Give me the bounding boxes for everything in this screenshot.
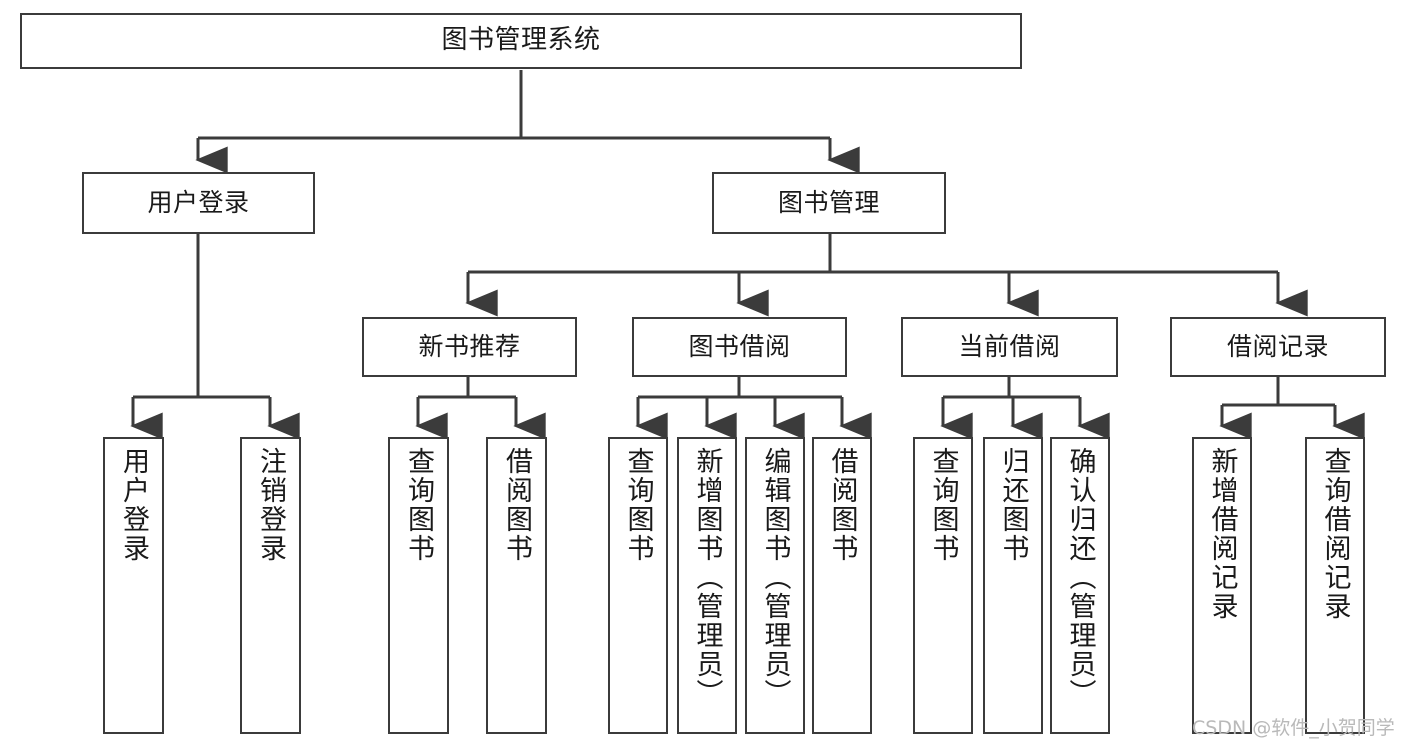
csdn-watermark: CSDN @软件_小贺同学 <box>1192 717 1395 739</box>
node-leaf-borrow-book-b[interactable]: 借阅图书 <box>812 437 872 734</box>
node-user-login[interactable]: 用户登录 <box>82 172 315 234</box>
node-leaf-query-book-b[interactable]: 查询图书 <box>608 437 668 734</box>
node-root-label: 图书管理系统 <box>441 25 601 56</box>
node-leaf-borrow-book-b-label: 借阅图书 <box>826 447 858 563</box>
node-book-manage[interactable]: 图书管理 <box>712 172 946 234</box>
node-borrow-record[interactable]: 借阅记录 <box>1170 317 1386 377</box>
node-user-login-label: 用户登录 <box>147 187 250 217</box>
node-leaf-logout-login-label: 注销登录 <box>255 447 286 563</box>
node-new-book-recommend-label: 新书推荐 <box>418 331 521 361</box>
node-leaf-query-record[interactable]: 查询借阅记录 <box>1305 437 1365 734</box>
node-leaf-logout-login[interactable]: 注销登录 <box>240 437 301 734</box>
node-leaf-edit-book-label: 编辑图书（管理员） <box>759 447 791 708</box>
node-book-borrow[interactable]: 图书借阅 <box>632 317 847 377</box>
node-leaf-confirm-return[interactable]: 确认归还（管理员） <box>1050 437 1110 734</box>
node-leaf-edit-book[interactable]: 编辑图书（管理员） <box>745 437 805 734</box>
node-leaf-add-book-label: 新增图书（管理员） <box>691 447 723 708</box>
node-leaf-query-book-a[interactable]: 查询图书 <box>388 437 449 734</box>
node-leaf-query-book-c-label: 查询图书 <box>927 447 959 563</box>
node-leaf-return-book-label: 归还图书 <box>997 447 1029 563</box>
node-new-book-recommend[interactable]: 新书推荐 <box>362 317 577 377</box>
node-leaf-add-book[interactable]: 新增图书（管理员） <box>677 437 737 734</box>
node-leaf-confirm-return-label: 确认归还（管理员） <box>1064 447 1096 708</box>
node-leaf-query-book-c[interactable]: 查询图书 <box>913 437 973 734</box>
node-leaf-borrow-book-a[interactable]: 借阅图书 <box>486 437 547 734</box>
node-leaf-borrow-book-a-label: 借阅图书 <box>501 447 532 563</box>
node-leaf-query-book-b-label: 查询图书 <box>622 447 654 563</box>
node-leaf-return-book[interactable]: 归还图书 <box>983 437 1043 734</box>
node-borrow-record-label: 借阅记录 <box>1226 331 1329 361</box>
node-leaf-user-login-label: 用户登录 <box>118 447 149 563</box>
node-book-manage-label: 图书管理 <box>777 187 880 217</box>
node-current-borrow-label: 当前借阅 <box>958 331 1061 361</box>
node-leaf-query-record-label: 查询借阅记录 <box>1319 447 1351 621</box>
node-book-borrow-label: 图书借阅 <box>688 331 791 361</box>
node-root[interactable]: 图书管理系统 <box>20 13 1022 69</box>
node-current-borrow[interactable]: 当前借阅 <box>901 317 1118 377</box>
node-leaf-add-record[interactable]: 新增借阅记录 <box>1192 437 1252 734</box>
node-leaf-add-record-label: 新增借阅记录 <box>1206 447 1238 621</box>
node-leaf-query-book-a-label: 查询图书 <box>403 447 434 563</box>
node-leaf-user-login[interactable]: 用户登录 <box>103 437 164 734</box>
